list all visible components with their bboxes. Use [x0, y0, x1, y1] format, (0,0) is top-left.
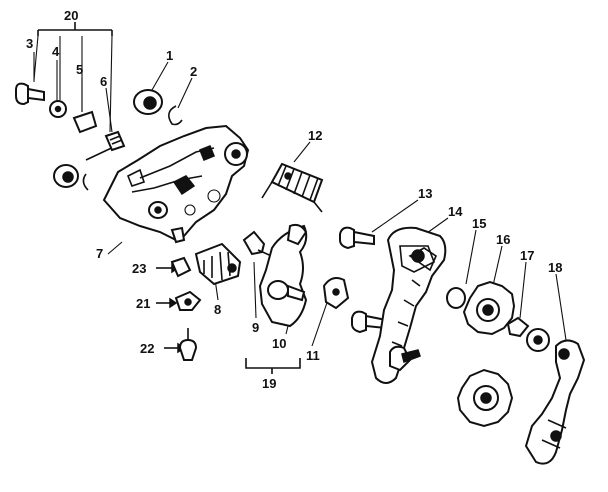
callout-2: 2 [190, 64, 197, 79]
callout-4: 4 [52, 44, 60, 59]
part-6-spring-pin [85, 130, 126, 161]
callout-7: 7 [96, 246, 103, 261]
part-23-nut [170, 256, 192, 278]
part-18-outer-cage [524, 339, 586, 465]
part-10-link-plate [258, 223, 308, 328]
callout-19: 19 [262, 376, 276, 391]
part-1-bushing [133, 89, 163, 115]
part-3-bolt [15, 82, 45, 106]
callout-9: 9 [252, 320, 259, 335]
callout-20: 20 [64, 8, 78, 23]
callout-16: 16 [496, 232, 510, 247]
callout-23: 23 [132, 261, 146, 276]
callout-13: 13 [418, 186, 432, 201]
part-5-plate [72, 110, 98, 134]
part-15-washer [446, 287, 466, 309]
part-17-bushing [506, 316, 530, 338]
part-12-spring [261, 162, 324, 213]
part-22-screw [178, 328, 198, 361]
callout-21: 21 [136, 296, 150, 311]
part-7-main-body [102, 124, 250, 244]
part-4-washer [49, 100, 67, 118]
part-17-washer [526, 328, 550, 352]
callout-18: 18 [548, 260, 562, 275]
part-bushing-left [53, 164, 89, 191]
callout-3: 3 [26, 36, 33, 51]
callout-10: 10 [272, 336, 286, 351]
callout-labels: 20 3 4 5 6 1 2 12 13 14 15 16 17 18 7 23… [26, 8, 562, 391]
part-14-cage-plate [370, 226, 447, 384]
callout-15: 15 [472, 216, 486, 231]
callout-1: 1 [166, 48, 173, 63]
part-pulley-lower [456, 368, 514, 428]
part-9-pin [242, 230, 277, 259]
part-16-pulley-upper [462, 280, 516, 336]
part-8-spring-link [194, 242, 242, 286]
callout-17: 17 [520, 248, 534, 263]
callout-8: 8 [214, 302, 221, 317]
callout-11: 11 [306, 348, 320, 363]
part-13-screws [339, 226, 387, 334]
part-11-small-plate [322, 277, 350, 310]
callout-14: 14 [448, 204, 463, 219]
callout-22: 22 [140, 341, 154, 356]
callout-6: 6 [100, 74, 107, 89]
callout-5: 5 [76, 62, 83, 77]
part-2-clip [168, 105, 183, 126]
part-21-nut [174, 290, 202, 311]
callout-12: 12 [308, 128, 322, 143]
